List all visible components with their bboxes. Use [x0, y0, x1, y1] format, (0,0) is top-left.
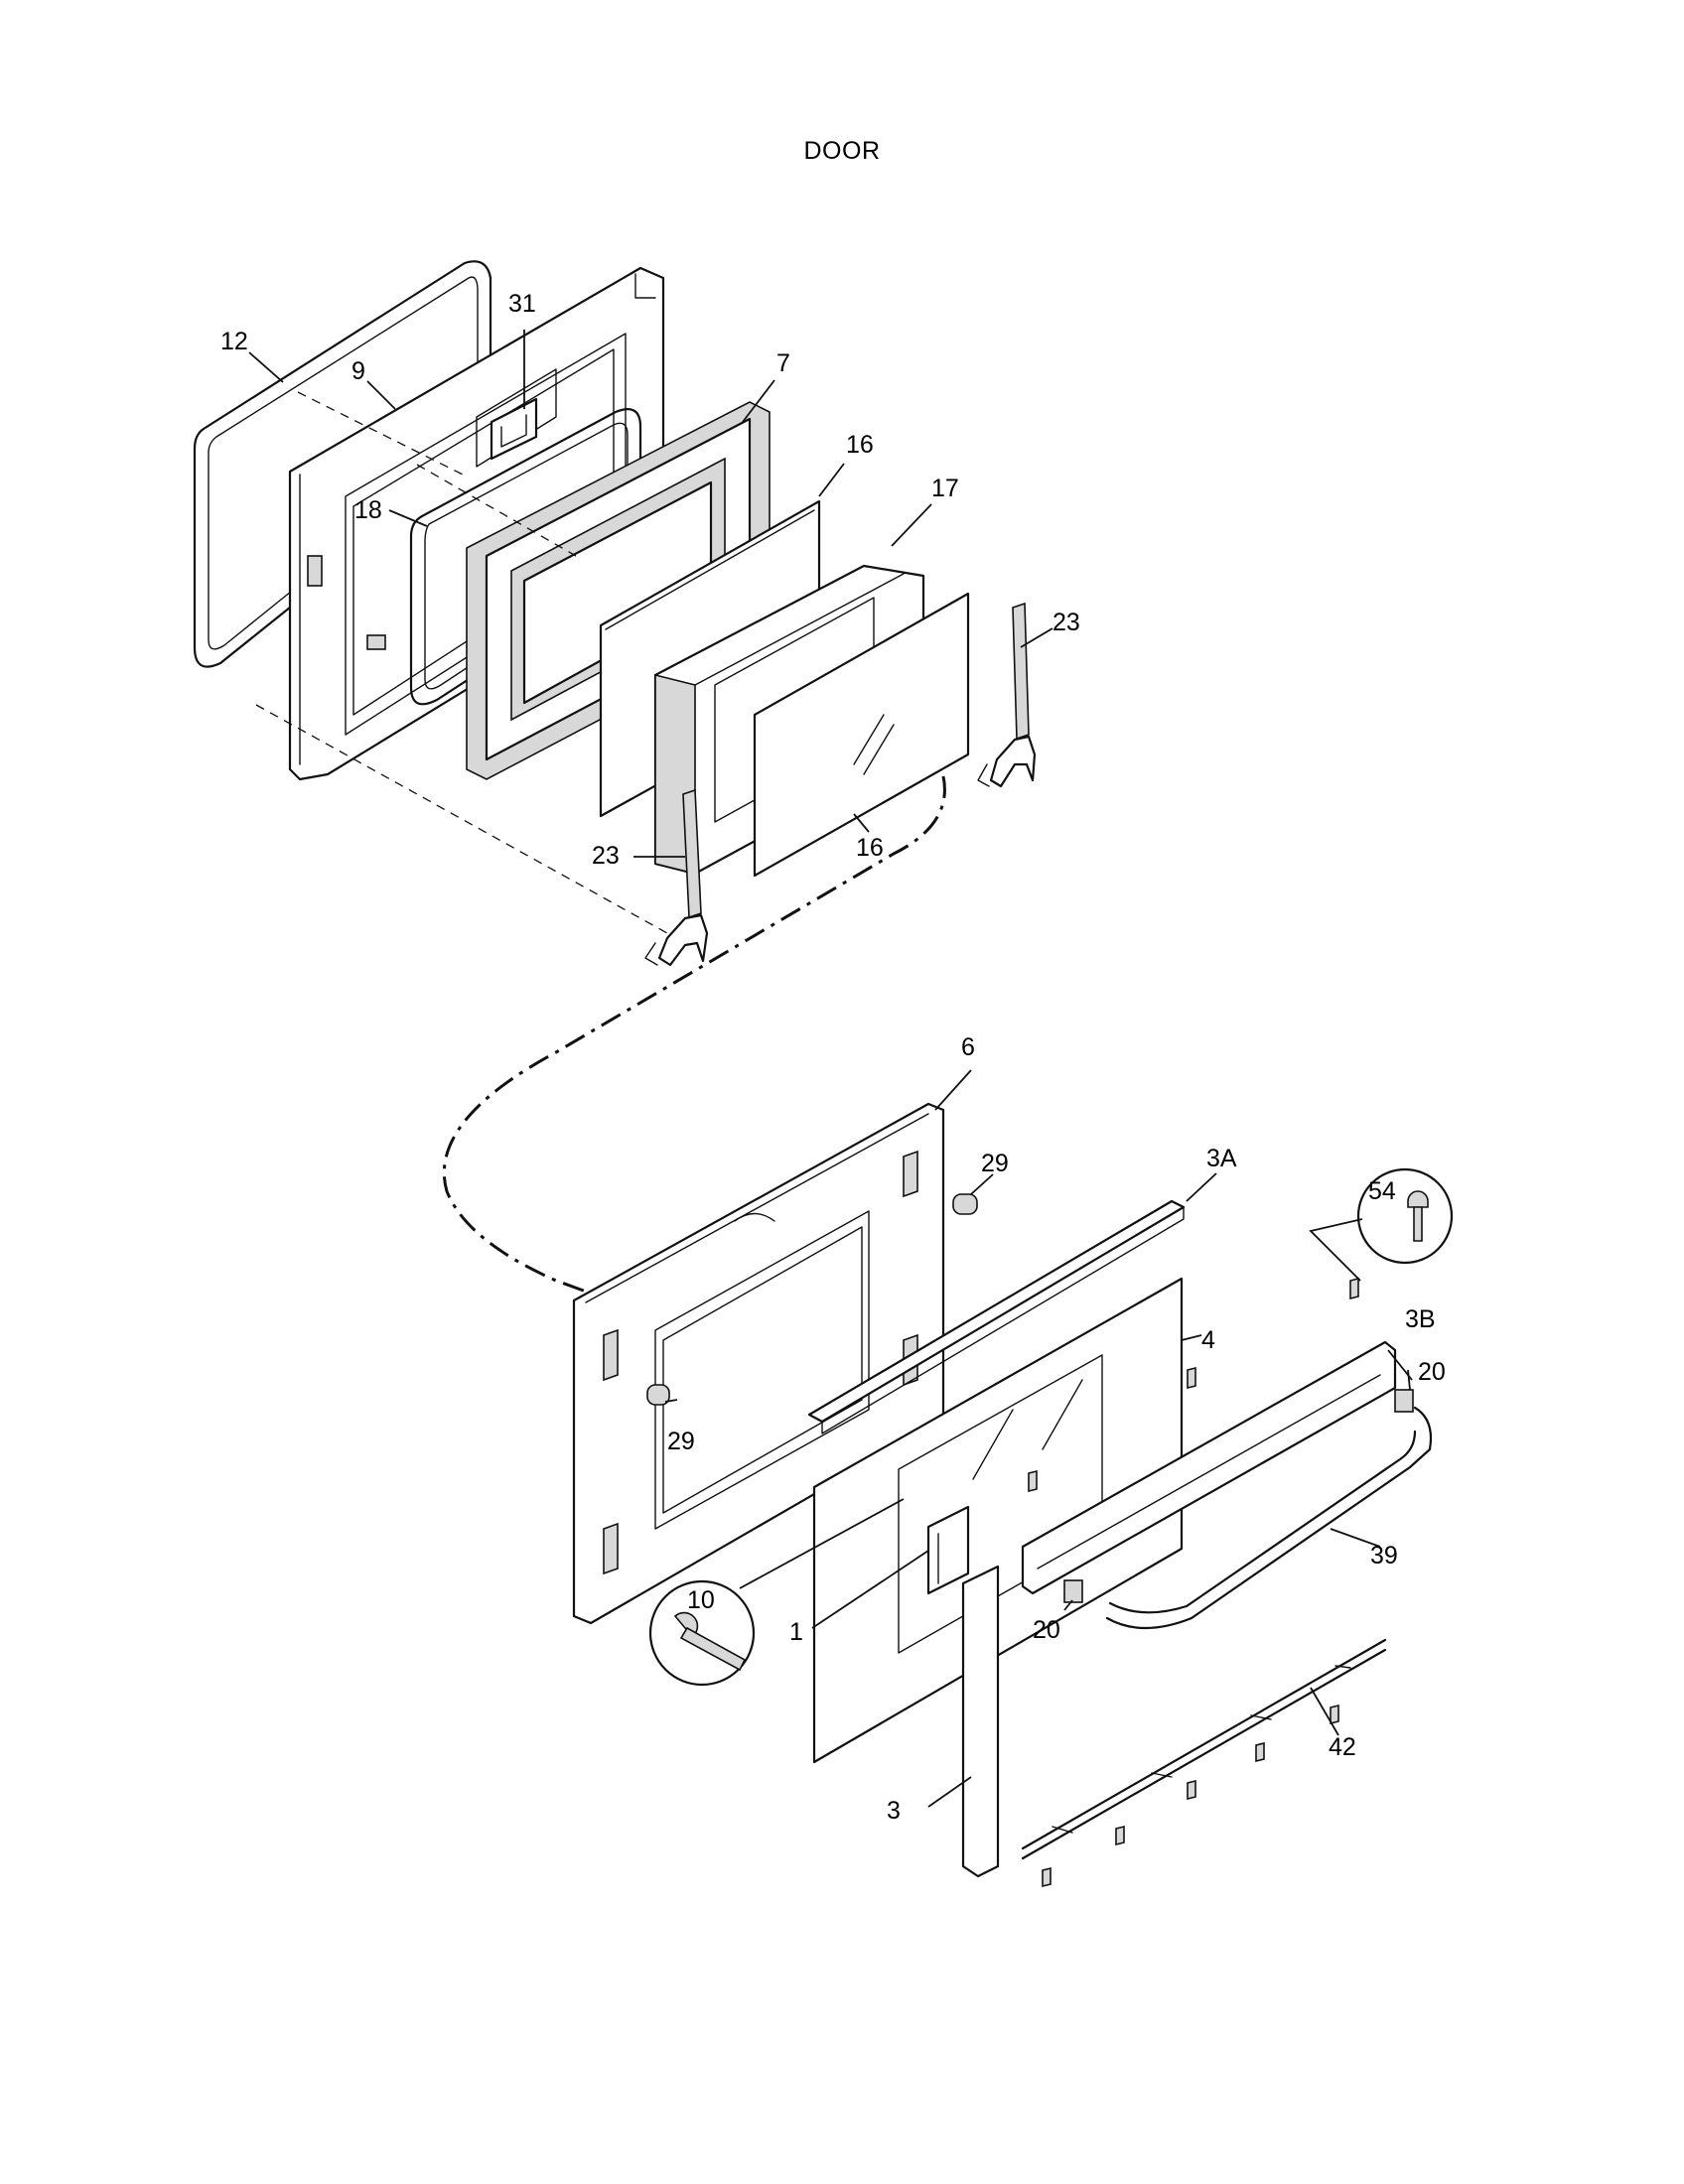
callout-20-left: 20: [1033, 1616, 1060, 1644]
callout-9: 9: [351, 357, 365, 385]
detail-circle-54: [1356, 1167, 1454, 1265]
part-12-gasket: [193, 260, 492, 668]
part-1-hinge-receiver: [926, 1505, 970, 1595]
screws: [1028, 1277, 1359, 1888]
callout-42: 42: [1329, 1733, 1356, 1761]
part-23-hinge-left: [644, 788, 709, 967]
part-29-bumper-left: [646, 1384, 670, 1406]
part-39-handle: [1105, 1406, 1433, 1630]
callout-10: 10: [687, 1586, 715, 1614]
callout-18: 18: [354, 496, 382, 524]
part-16-glass-lower: [753, 592, 970, 878]
page-title: DOOR: [803, 137, 881, 165]
callout-16-upper: 16: [846, 431, 874, 459]
part-3B-handle-bar: [1021, 1340, 1397, 1595]
part-31-bracket: [490, 397, 538, 461]
leader-lines: [248, 330, 1413, 1808]
callout-31: 31: [508, 290, 536, 318]
callout-39: 39: [1370, 1542, 1398, 1570]
callout-29-left: 29: [667, 1428, 695, 1455]
part-20-bracket-right: [1394, 1389, 1414, 1413]
callout-54: 54: [1368, 1177, 1396, 1205]
connector-upper-to-lower: [442, 775, 946, 1362]
callout-20-right: 20: [1418, 1358, 1446, 1386]
callout-29-right: 29: [981, 1150, 1009, 1177]
part-23-hinge-right: [977, 602, 1037, 788]
detail-circle-10: [648, 1579, 756, 1687]
callout-23-left: 23: [592, 842, 620, 870]
callout-23-right: 23: [1052, 609, 1080, 636]
callout-4: 4: [1201, 1326, 1215, 1354]
part-3-side-trim: [961, 1565, 1000, 1878]
callout-6: 6: [961, 1033, 975, 1061]
callout-16-lower: 16: [856, 834, 884, 862]
part-18-inner-gasket: [409, 408, 642, 706]
callout-3B: 3B: [1405, 1305, 1436, 1333]
part-29-bumper-right: [952, 1193, 978, 1215]
callout-3: 3: [887, 1797, 901, 1825]
part-20-bracket-left: [1063, 1579, 1083, 1603]
callout-1: 1: [789, 1618, 803, 1646]
callout-3A: 3A: [1206, 1145, 1237, 1172]
callout-labels: 12 9 31 7 16 17 18 23 23 16 6 29 3A 54 3…: [220, 290, 1446, 1825]
callout-17: 17: [931, 475, 959, 502]
callout-7: 7: [776, 349, 790, 377]
part-42-vent-strip: [1021, 1638, 1387, 1860]
part-3A-trim: [807, 1199, 1186, 1434]
callout-12: 12: [220, 328, 248, 355]
